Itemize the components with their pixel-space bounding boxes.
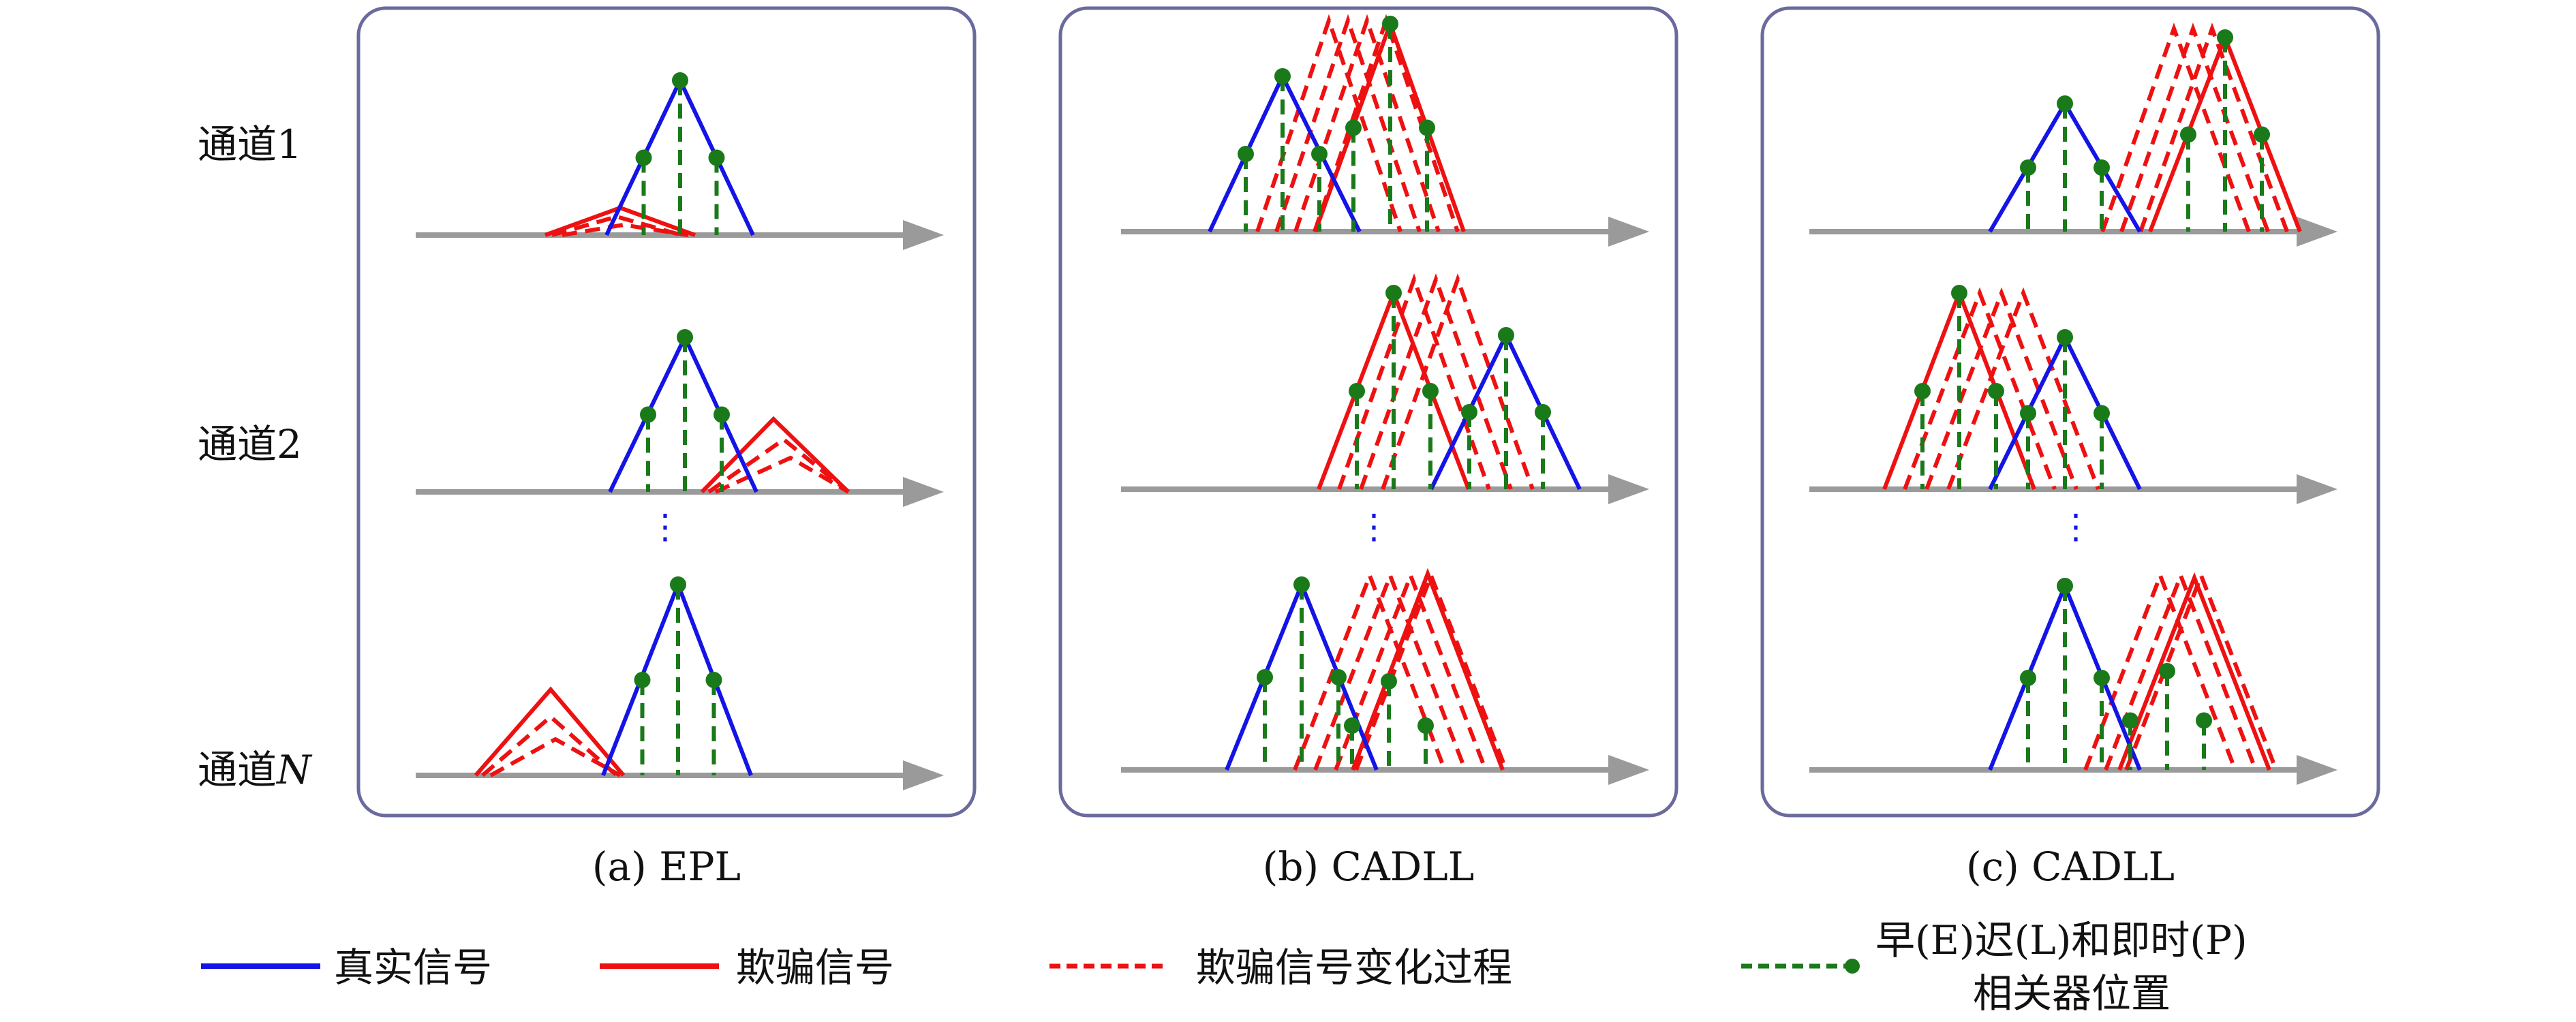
epl-ch2-proc-1	[707, 437, 850, 494]
epl-ch1-corr-early-dot	[635, 149, 652, 166]
cadll-c-ch1-corr-spoof-late-dot	[2254, 126, 2270, 143]
cadll-b-ch1-corr-real-late-dot	[1311, 146, 1328, 162]
channel-label-1: 通道1	[198, 121, 302, 168]
cadll-b-ch1-proc-1	[1255, 14, 1402, 232]
epl-ch2-corr-late-dot	[714, 406, 730, 423]
channel-label-n: 通道N	[198, 747, 313, 793]
cadll-c-ch2-corr-spoof-prompt-dot	[1951, 285, 1967, 301]
cadll-b-ch1-proc-2	[1274, 14, 1422, 232]
channel-label-n-suffix: N	[275, 747, 313, 793]
epl-ch1-proc-2	[562, 222, 689, 237]
caption-cadll-c: (c) CADLL	[1966, 843, 2175, 890]
cadll-c-ch1-corr-real-late-dot	[2094, 159, 2110, 176]
cadll-c-ch2-corr-real-late-dot	[2094, 405, 2110, 422]
epl-axis-ch1-arrowhead	[903, 220, 944, 250]
ellipsis-cadll-b: ⋮	[1357, 507, 1391, 546]
cadll-c-ch2-proc-2	[1925, 287, 2079, 491]
cadll-b-ch2-corr-spoof-prompt-dot	[1385, 285, 1402, 301]
cadll-b-ch2-corr-real-prompt-dot	[1498, 327, 1514, 343]
legend-correlator-label-1: 早(E)迟(L)和即时(P)	[1875, 917, 2248, 963]
cadll-c-chN-corr-mid-late-dot	[2196, 712, 2212, 729]
channel-label-2: 通道2	[198, 421, 302, 467]
epl-chN-corr-early-dot	[634, 672, 651, 688]
cadll-c-ch2-corr-spoof-early-dot	[1914, 383, 1931, 399]
cadll-c-chN-corr-mid-prompt-dot	[2159, 663, 2175, 679]
cadll-c-axis-ch2-arrowhead	[2297, 474, 2337, 504]
cadll-b-chN-corr-mid-prompt-dot	[1381, 673, 1397, 690]
ellipsis-epl: ⋮	[648, 507, 682, 546]
cadll-c-ch1-proc-2	[2119, 22, 2270, 233]
cadll-c-ch2-proc-3	[1946, 287, 2100, 491]
cadll-b-chN-corr-real-early-dot	[1257, 669, 1273, 685]
correlator-markers	[634, 16, 2270, 775]
cadll-b-ch1-corr-real-prompt-dot	[1274, 68, 1291, 84]
cadll-b-ch2-corr-spoof-early-dot	[1349, 383, 1365, 399]
cadll-b-ch2-corr-real-late-dot	[1535, 404, 1551, 420]
time-axes	[416, 217, 2337, 790]
spoof-process-traces	[481, 14, 2289, 777]
cadll-c-chN-corr-mid-early-dot	[2122, 712, 2138, 729]
cadll-b-axis-ch1-arrowhead	[1608, 217, 1649, 247]
cadll-b-axis-chN-arrowhead	[1608, 755, 1649, 785]
legend-correlator-dot	[1845, 959, 1860, 974]
epl-ch2-spoof	[700, 416, 850, 494]
cadll-b-ch2-corr-spoof-late-dot	[1422, 383, 1439, 399]
legend-real-label: 真实信号	[334, 944, 492, 991]
epl-chN-corr-late-dot	[705, 672, 722, 688]
cadll-c-ch2-corr-spoof-late-dot	[1988, 383, 2004, 399]
epl-ch2-corr-prompt-dot	[677, 329, 693, 345]
cadll-c-ch1-corr-spoof-early-dot	[2180, 126, 2196, 143]
epl-chN-corr-prompt-dot	[670, 576, 686, 593]
epl-axis-ch2-arrowhead	[903, 477, 944, 507]
cadll-b-ch2-corr-real-early-dot	[1461, 404, 1477, 420]
cadll-c-chN-corr-real-late-dot	[2094, 670, 2110, 686]
panel-frame-cadll-b	[1058, 6, 1678, 818]
epl-ch1-corr-late-dot	[708, 149, 725, 166]
cadll-b-ch1-corr-spoof-early-dot	[1345, 119, 1362, 136]
cadll-c-axis-ch1-arrowhead	[2297, 217, 2337, 247]
epl-chN-proc-1	[481, 714, 618, 777]
spoof-signal-traces	[474, 18, 2302, 777]
epl-ch2-corr-early-dot	[640, 406, 656, 423]
cadll-b-ch2-proc-2	[1359, 273, 1513, 491]
epl-ch1-corr-prompt-dot	[672, 72, 688, 89]
cadll-c-ch2-corr-real-prompt-dot	[2057, 329, 2073, 345]
caption-epl: (a) EPL	[592, 843, 741, 890]
panel-frame-epl	[356, 6, 977, 818]
cadll-b-chN-corr-real-late-dot	[1330, 669, 1347, 685]
epl-ch2-proc-2	[714, 455, 850, 494]
cadll-c-chN-corr-real-early-dot	[2020, 670, 2036, 686]
cadll-b-chN-corr-mid-early-dot	[1344, 717, 1360, 734]
cadll-c-ch1-real	[1988, 99, 2142, 233]
cadll-b-chN-corr-real-prompt-dot	[1293, 576, 1310, 593]
legend-correlator-label-2: 相关器位置	[1973, 970, 2171, 1017]
legend-spoof-process-label: 欺骗信号变化过程	[1196, 944, 1512, 991]
epl-chN-proc-2	[489, 737, 622, 777]
legend: 真实信号 欺骗信号 欺骗信号变化过程 早(E)迟(L)和即时(P) 相关器位置	[201, 917, 2248, 1017]
cadll-b-ch1-corr-spoof-late-dot	[1419, 119, 1435, 136]
epl-axis-chN-arrowhead	[903, 760, 944, 790]
panel-frame-cadll-c	[1760, 6, 2380, 818]
cadll-b-axis-ch2-arrowhead	[1608, 474, 1649, 504]
cadll-c-chN-spoof	[2117, 572, 2271, 771]
cadll-b-chN-spoof	[1351, 568, 1505, 771]
caption-cadll-b: (b) CADLL	[1263, 843, 1475, 890]
cadll-c-ch1-corr-real-early-dot	[2020, 159, 2036, 176]
epl-chN-spoof	[474, 686, 626, 777]
cadll-c-axis-chN-arrowhead	[2297, 755, 2337, 785]
channel-label-n-prefix: 通道	[198, 747, 277, 793]
cadll-c-ch1-corr-real-prompt-dot	[2057, 95, 2073, 112]
cadll-c-ch1-corr-spoof-prompt-dot	[2217, 29, 2233, 46]
cadll-b-ch2-proc-1	[1337, 273, 1491, 491]
cadll-c-chN-corr-real-prompt-dot	[2057, 578, 2073, 594]
cadll-b-ch1-corr-spoof-prompt-dot	[1382, 16, 1398, 32]
cadll-b-ch1-corr-real-early-dot	[1238, 146, 1254, 162]
cadll-b-chN-corr-mid-late-dot	[1417, 717, 1434, 734]
legend-spoof-label: 欺骗信号	[736, 944, 894, 991]
cadll-c-ch2-corr-real-early-dot	[2020, 405, 2036, 422]
ellipsis-cadll-c: ⋮	[2059, 507, 2093, 546]
